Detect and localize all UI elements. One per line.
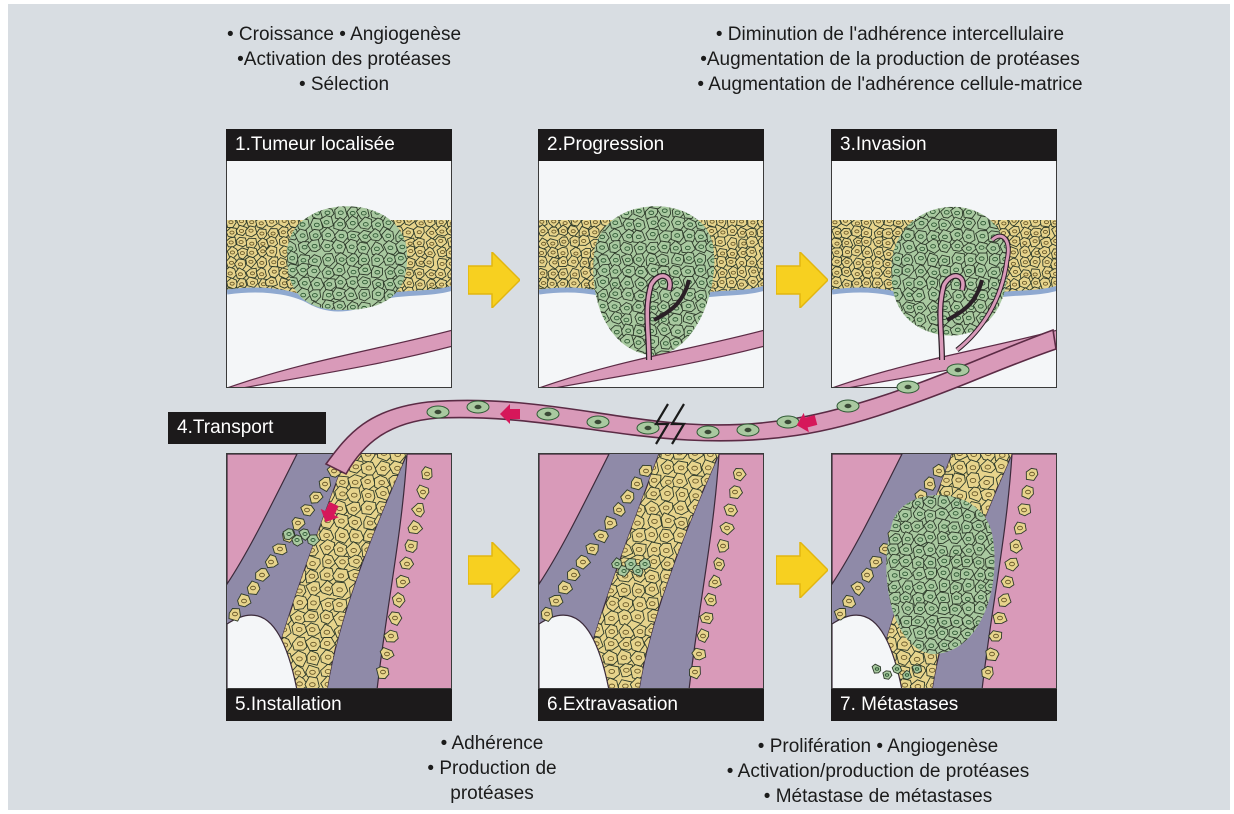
panel-extravasation: [538, 453, 764, 689]
stage-label-1: 1.Tumeur localisée: [226, 129, 452, 161]
metastasis-diagram: • Croissance • Angiogenèse •Activation d…: [8, 4, 1230, 810]
note-line: • Diminution de l'adhérence intercellula…: [630, 22, 1150, 47]
note-bottom-right: • Prolifération • Angiogenèse • Activati…: [668, 734, 1088, 809]
note-line: •Activation des protéases: [184, 47, 504, 72]
step-arrow-5-6: [468, 542, 520, 598]
note-line: • Métastase de métastases: [668, 784, 1088, 809]
note-line: • Augmentation de l'adhérence cellule-ma…: [630, 72, 1150, 97]
note-line: • Prolifération • Angiogenèse: [668, 734, 1088, 759]
stage-label-4: 4.Transport: [168, 412, 326, 444]
note-bottom-middle: • Adhérence • Production de protéases: [392, 731, 592, 806]
note-line: •Augmentation de la production de protéa…: [630, 47, 1150, 72]
note-line: • Production de: [392, 756, 592, 781]
step-arrow-6-7: [776, 542, 828, 598]
panel-tumeur-localisee: [226, 159, 452, 388]
panel-invasion: [831, 159, 1057, 388]
note-line: • Activation/production de protéases: [668, 759, 1088, 784]
note-line: • Croissance • Angiogenèse: [184, 22, 504, 47]
panel-progression: [538, 159, 764, 388]
stage-label-6: 6.Extravasation: [538, 689, 764, 721]
panel-installation: [226, 453, 452, 689]
note-line: • Sélection: [184, 72, 504, 97]
note-top-right: • Diminution de l'adhérence intercellula…: [630, 22, 1150, 97]
stage-label-3: 3.Invasion: [831, 129, 1057, 161]
panel-metastases: [831, 453, 1057, 689]
stage-label-7: 7. Métastases: [831, 689, 1057, 721]
step-arrow-2-3: [776, 252, 828, 308]
note-top-left: • Croissance • Angiogenèse •Activation d…: [184, 22, 504, 97]
note-line: • Adhérence: [392, 731, 592, 756]
step-arrow-1-2: [468, 252, 520, 308]
stage-label-2: 2.Progression: [538, 129, 764, 161]
stage-label-5: 5.Installation: [226, 689, 452, 721]
note-line: protéases: [392, 781, 592, 806]
